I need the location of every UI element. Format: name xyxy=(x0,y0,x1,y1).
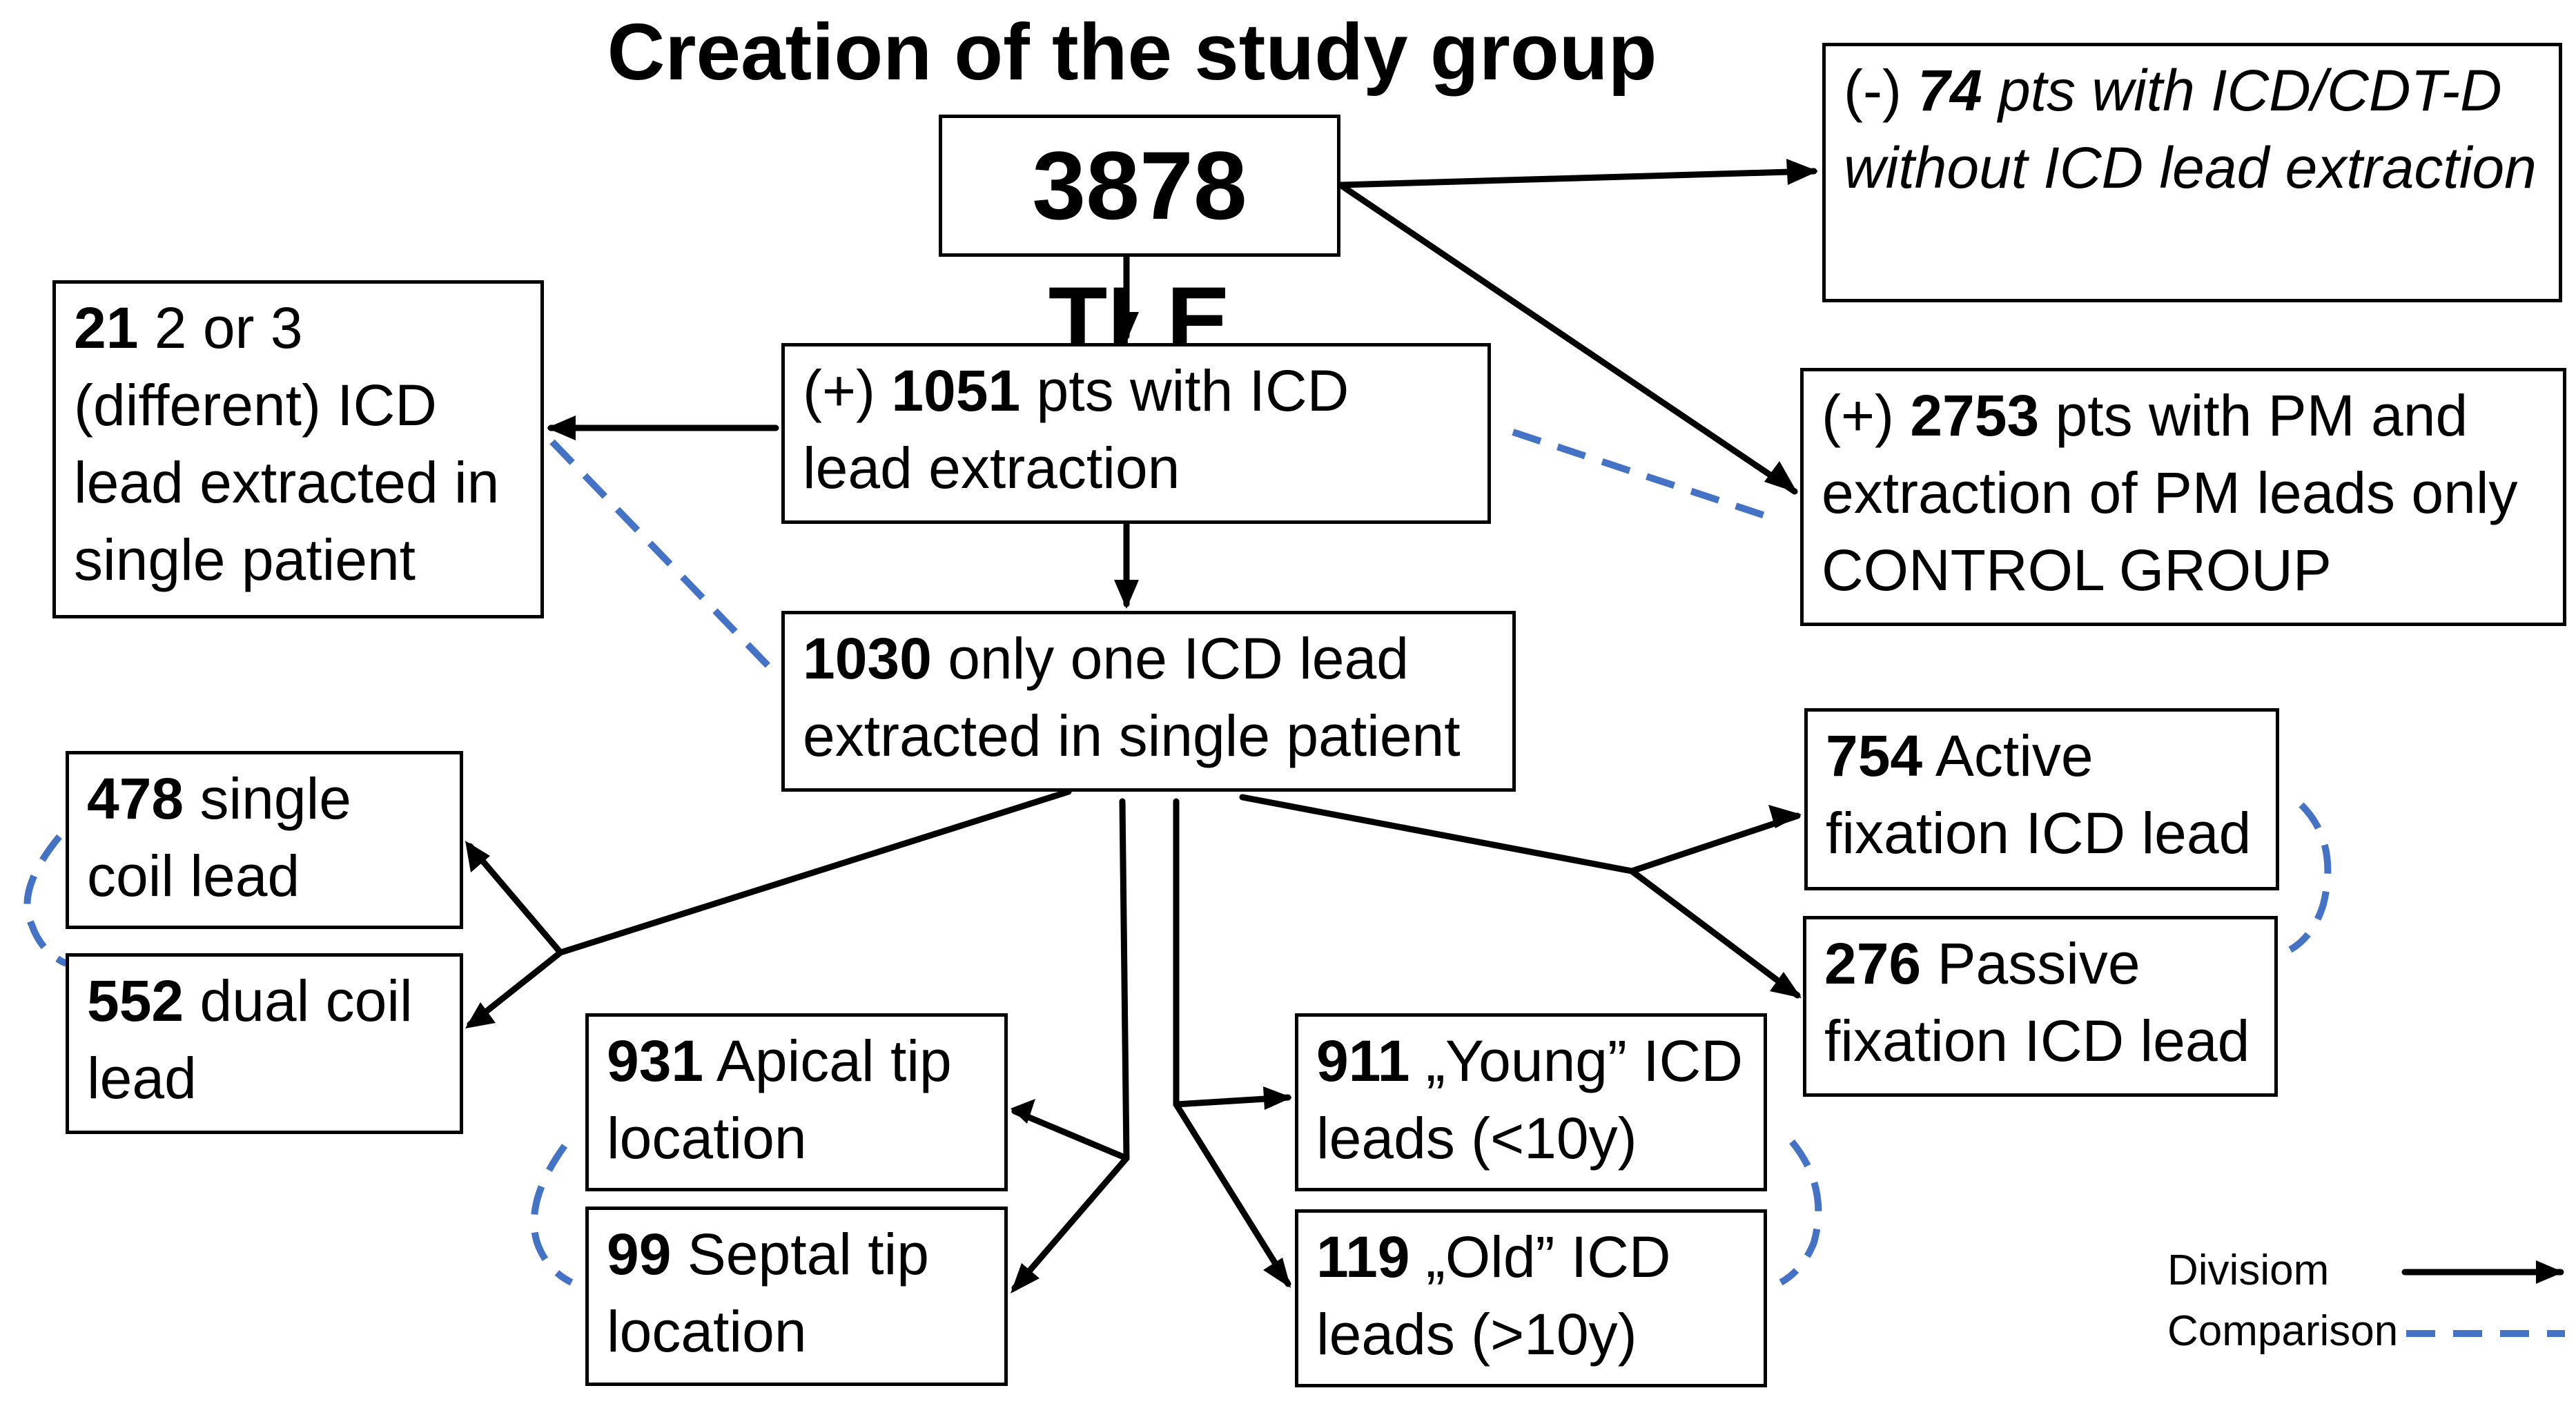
box-99-number: 99 xyxy=(607,1222,672,1287)
box-2753-prefix: (+) xyxy=(1822,383,1911,448)
box-931-text: Apical tip location xyxy=(607,1028,952,1171)
box-99-text: Septal tip location xyxy=(607,1222,930,1364)
box-276-number: 276 xyxy=(1824,931,1922,996)
arrow-1030-to-fix-split xyxy=(1239,794,1635,875)
comparison-21-to-1030 xyxy=(549,439,776,674)
box-276-text: Passive fixation ICD lead xyxy=(1824,931,2250,1073)
arrowhead-to-119 xyxy=(1263,1258,1291,1288)
box-single-coil: 478 single coil lead xyxy=(66,751,463,929)
arrowhead-to-99 xyxy=(1011,1263,1040,1293)
box-icd-lead-extraction: (+) 1051 pts with ICD lead extraction xyxy=(781,343,1491,524)
box-911-number: 911 xyxy=(1316,1028,1410,1093)
arrowhead-to-911 xyxy=(1263,1086,1292,1110)
comparison-478-552 xyxy=(23,834,68,967)
comparison-911-119 xyxy=(1779,1139,1822,1286)
box-total-tle-text: 3878 TLE xyxy=(1032,131,1247,375)
comparison-931-99 xyxy=(530,1144,574,1286)
arrowhead-to-552 xyxy=(465,1002,496,1028)
legend-division-label: Divisiom xyxy=(2167,1247,2330,1294)
box-478-number: 478 xyxy=(87,766,184,831)
arrow-tipsplit-to-931 xyxy=(1011,1108,1130,1162)
arrowhead-to-478 xyxy=(465,841,490,872)
box-1030-text: only one ICD lead extracted in single pa… xyxy=(803,626,1461,768)
arrowhead-to-754 xyxy=(1768,805,1802,828)
box-552-number: 552 xyxy=(87,968,184,1033)
arrow-1030-to-coil-split xyxy=(557,788,1072,956)
box-apical-tip: 931 Apical tip location xyxy=(585,1013,1008,1191)
box-1051-number: 1051 xyxy=(891,358,1021,423)
box-passive-fixation: 276 Passive fixation ICD lead xyxy=(1803,916,2278,1097)
box-754-number: 754 xyxy=(1826,723,1923,788)
box-old-leads: 119 „Old” ICD leads (>10y) xyxy=(1295,1209,1767,1387)
arrowhead-to-2753 xyxy=(1764,461,1797,493)
arrow-split-to-478 xyxy=(467,843,564,956)
arrowheads xyxy=(465,159,2564,1293)
box-1030-number: 1030 xyxy=(803,626,932,691)
box-119-text: „Old” ICD leads (>10y) xyxy=(1316,1224,1671,1367)
box-21-text: 2 or 3 (different) ICD lead extracted in… xyxy=(74,295,500,592)
box-478-text: single coil lead xyxy=(87,766,351,908)
arrow-tipsplit-to-99 xyxy=(1011,1155,1130,1291)
box-2753-number: 2753 xyxy=(1910,383,2040,448)
box-single-icd-lead: 1030 only one ICD lead extracted in sing… xyxy=(781,611,1516,792)
arrowhead-to-74 xyxy=(1786,159,1818,185)
diagram-title: Creation of the study group xyxy=(607,7,1657,97)
arrow-agesplit-to-119 xyxy=(1173,1101,1291,1287)
legend-division-arrowhead xyxy=(2536,1260,2564,1284)
box-control-group: (+) 2753 pts with PM and extraction of P… xyxy=(1800,368,2566,626)
box-74-text: pts with ICD/CDT-D without ICD lead extr… xyxy=(1844,58,2537,200)
box-931-number: 931 xyxy=(607,1028,704,1093)
box-active-fixation: 754 Active fixation ICD lead xyxy=(1804,708,2279,890)
box-young-leads: 911 „Young” ICD leads (<10y) xyxy=(1295,1013,1767,1191)
box-21-number: 21 xyxy=(74,295,139,360)
arrow-main-to-74 xyxy=(1337,168,1817,188)
comparison-754-276 xyxy=(2288,802,2332,953)
box-552-text: dual coil lead xyxy=(87,968,413,1111)
arrow-fixsplit-to-276 xyxy=(1628,868,1801,999)
box-septal-tip: 99 Septal tip location xyxy=(585,1207,1008,1386)
arrowhead-to-1030 xyxy=(1114,580,1139,609)
box-74-prefix: (-) xyxy=(1844,58,1918,123)
arrowhead-to-1051 xyxy=(1114,312,1139,341)
arrowhead-to-276 xyxy=(1770,972,1802,998)
box-dual-coil: 552 dual coil lead xyxy=(66,953,463,1134)
arrowhead-to-931 xyxy=(1011,1099,1035,1124)
legend-comparison-label: Comparison xyxy=(2167,1307,2399,1355)
box-1051-prefix: (+) xyxy=(803,358,892,423)
box-74-number: 74 xyxy=(1918,58,1982,123)
box-2753-control-label: CONTROL GROUP xyxy=(1822,538,2332,603)
box-911-text: „Young” ICD leads (<10y) xyxy=(1316,1028,1743,1171)
box-multiple-icd-leads: 21 2 or 3 (different) ICD lead extracted… xyxy=(52,280,544,618)
arrowhead-to-21 xyxy=(547,416,576,440)
box-2753-text: pts with PM and extraction of PM leads o… xyxy=(1822,383,2518,525)
box-754-text: Active fixation ICD lead xyxy=(1826,723,2252,866)
arrow-fixsplit-to-754 xyxy=(1628,812,1801,875)
arrow-1030-to-tip-split xyxy=(1119,798,1130,1162)
arrow-main-to-2753 xyxy=(1337,182,1798,495)
box-excluded-icd-without-extraction: (-) 74 pts with ICD/CDT-D without ICD le… xyxy=(1822,43,2562,302)
box-119-number: 119 xyxy=(1316,1224,1410,1289)
box-total-tle: 3878 TLE xyxy=(939,115,1340,375)
box-1051-text: pts with ICD lead extraction xyxy=(803,358,1349,500)
